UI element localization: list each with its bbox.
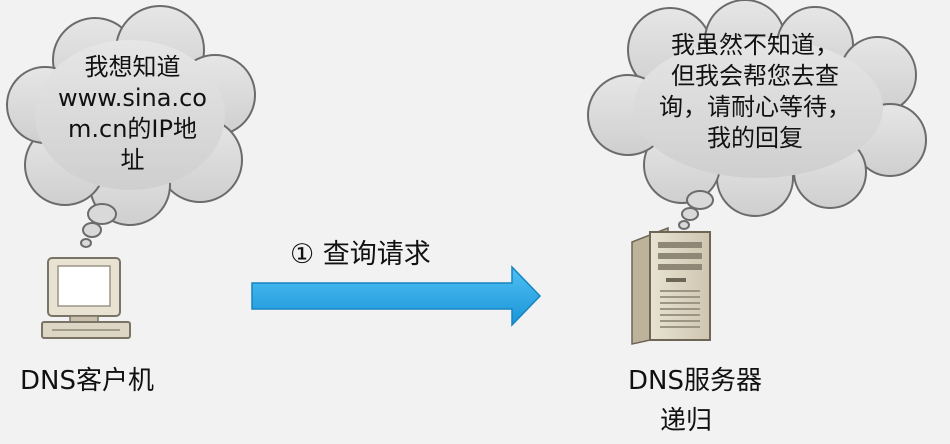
arrow-label: ① 查询请求 (290, 239, 431, 270)
right-thought-cloud (587, 0, 927, 230)
left-bubble-line: 址 (120, 146, 145, 174)
server-icon (631, 226, 711, 345)
client-label: DNS客户机 (20, 366, 154, 396)
left-bubble-text: 我想知道 www.sina.co m.cn的IP地 址 (40, 52, 225, 176)
right-bubble-line: 询，请耐心等待， (659, 93, 851, 121)
right-bubble-line: 但我会帮您去查 (671, 62, 839, 90)
right-cloud-tail (678, 190, 714, 230)
computer-icon (41, 257, 131, 339)
query-request-arrow (251, 265, 542, 327)
right-bubble-line: 我虽然不知道， (671, 31, 839, 59)
left-bubble-line: m.cn的IP地 (68, 115, 197, 143)
server-label: DNS服务器 (628, 366, 762, 396)
server-sublabel: 递归 (660, 406, 713, 436)
left-bubble-line: 我想知道 (84, 53, 181, 81)
left-thought-cloud (6, 5, 256, 248)
left-bubble-line: www.sina.co (58, 84, 207, 112)
right-bubble-line: 我的回复 (707, 124, 803, 152)
right-bubble-text: 我虽然不知道， 但我会帮您去查 询，请耐心等待， 我的回复 (630, 30, 880, 154)
left-cloud-tail (80, 203, 117, 248)
